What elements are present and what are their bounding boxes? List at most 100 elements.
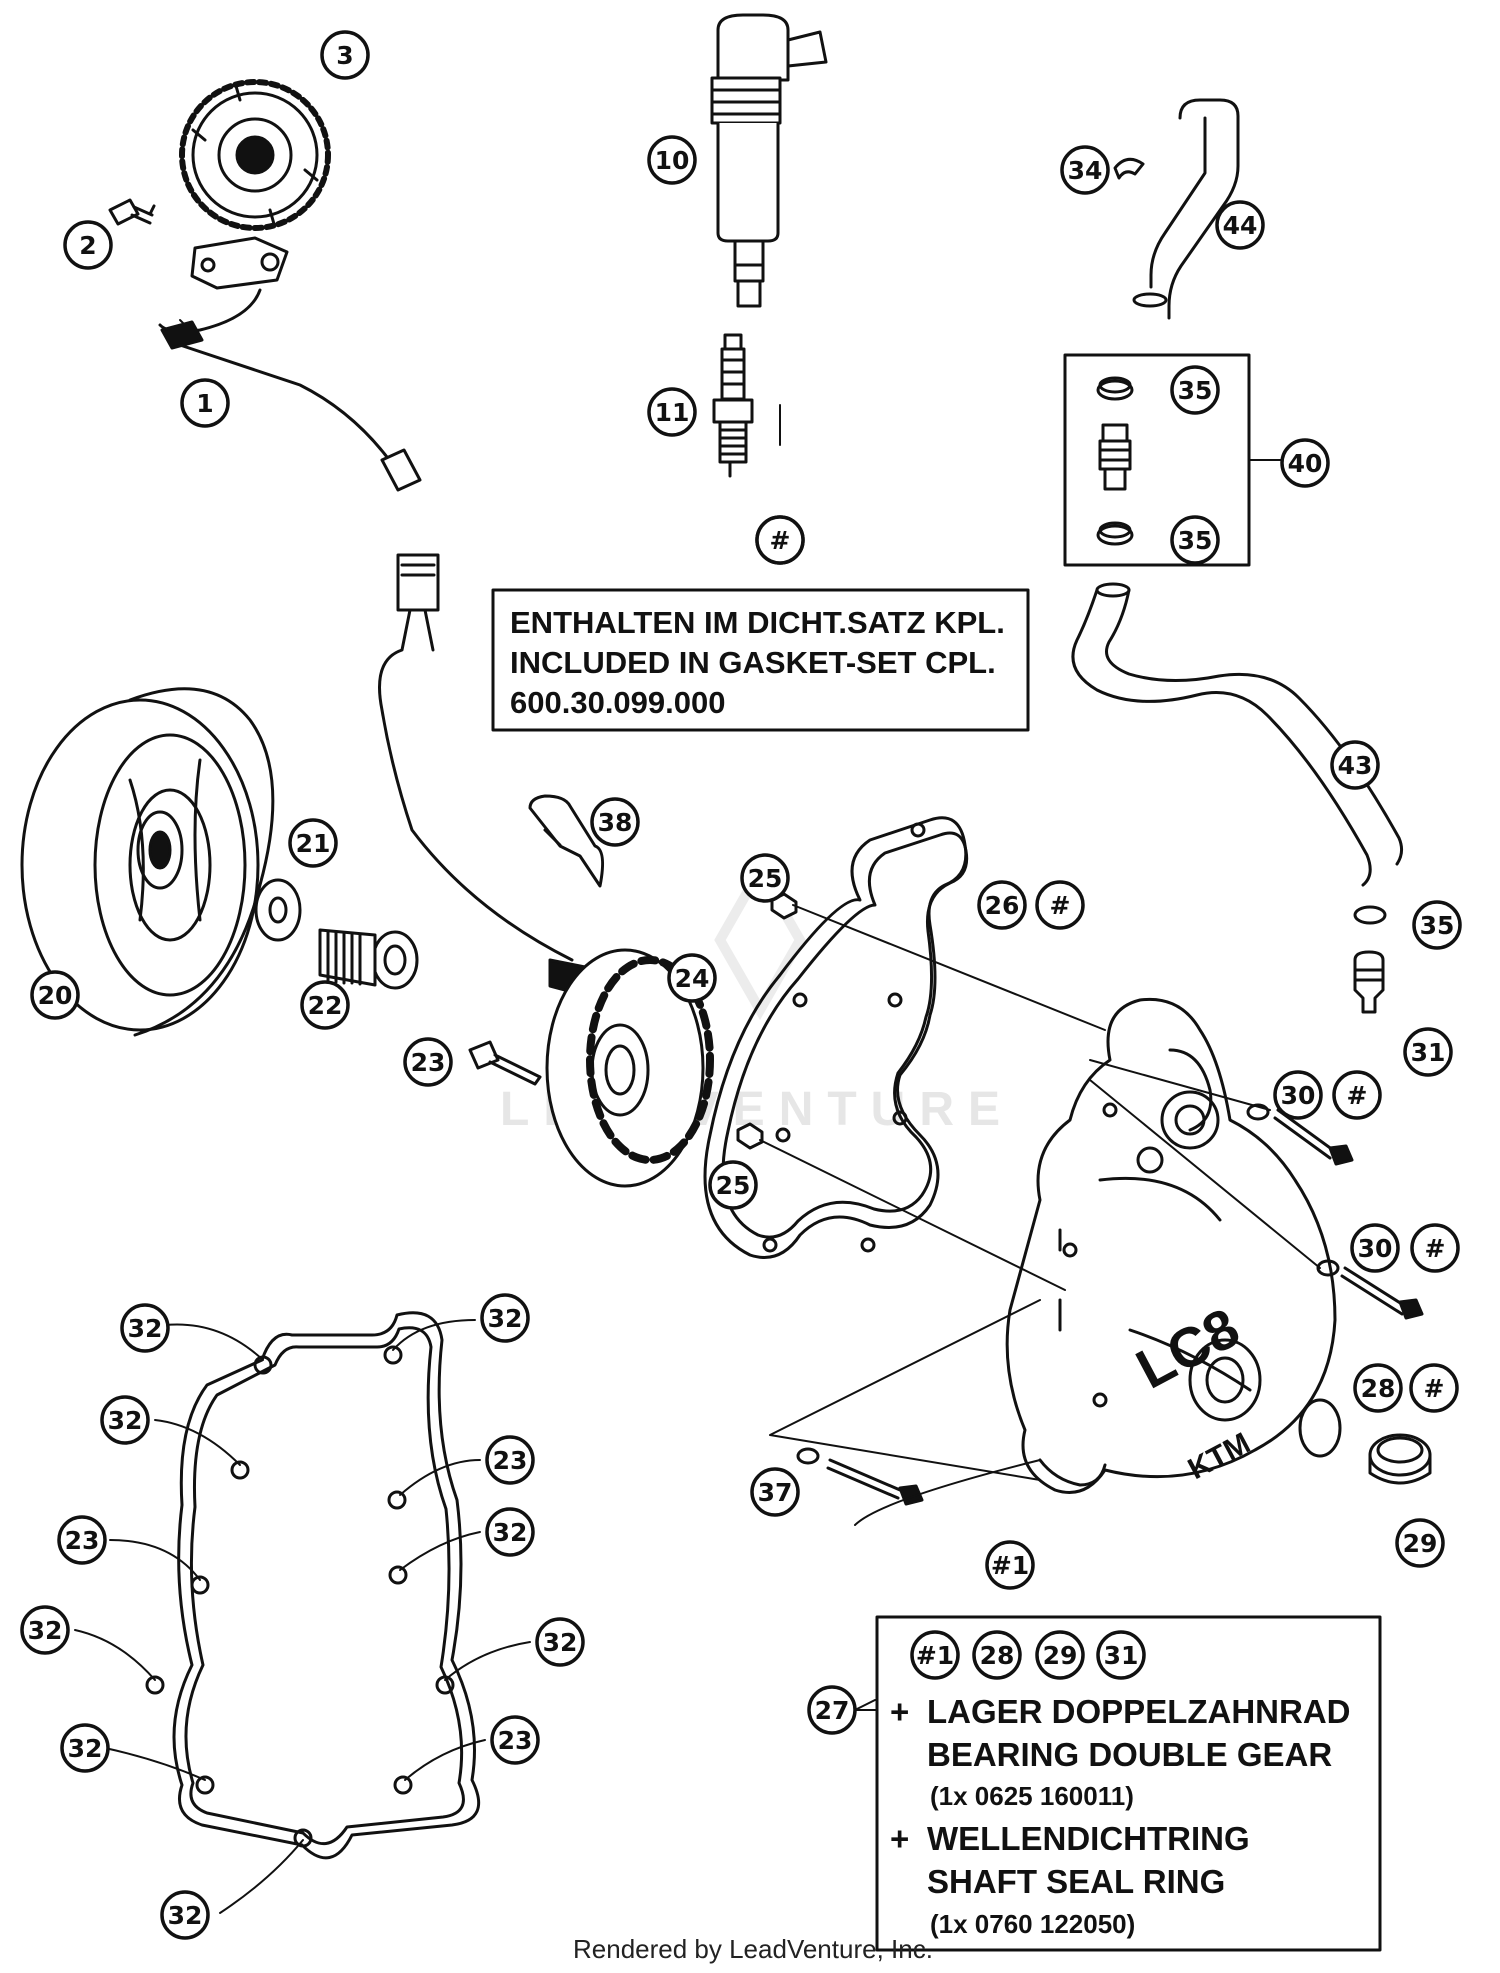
fitting-kit xyxy=(1063,353,1251,567)
callout-c35c-label: 35 xyxy=(1420,911,1455,940)
stator-screw xyxy=(468,1040,542,1086)
callout-c22-label: 22 xyxy=(308,991,343,1020)
note-line-1: ENTHALTEN IM DICHT.SATZ KPL. xyxy=(510,605,1005,640)
callout-g32c-circle xyxy=(100,1395,150,1445)
callout-c30b-circle xyxy=(1350,1223,1400,1273)
kit-item-1-prefix: + xyxy=(890,1693,909,1730)
callout-g32g-circle xyxy=(60,1723,110,1773)
note-box xyxy=(491,588,1030,732)
callout-c21-circle xyxy=(288,818,338,868)
callout-g32h-circle xyxy=(160,1890,210,1940)
kit-member-0-label: #1 xyxy=(916,1641,954,1670)
callout-c30ah-label: # xyxy=(1347,1081,1368,1110)
callout-c10-label: 10 xyxy=(655,146,690,175)
lower-gasket xyxy=(145,1311,481,1860)
callout-c30a-label: 30 xyxy=(1281,1081,1316,1110)
callout-c28-circle xyxy=(1353,1363,1403,1413)
callout-g32c-label: 32 xyxy=(108,1406,143,1435)
callout-c11-label: 11 xyxy=(655,398,690,427)
kit-member-1-circle xyxy=(972,1630,1022,1680)
callout-g23b-circle xyxy=(57,1515,107,1565)
callout-c3-label: 3 xyxy=(336,41,353,70)
sensor-screw xyxy=(108,198,156,226)
kit-member-1-label: 28 xyxy=(980,1641,1015,1670)
callout-c44-label: 44 xyxy=(1223,211,1258,240)
note-line-3: 600.30.099.000 xyxy=(510,685,726,720)
callout-c44-circle xyxy=(1215,200,1265,250)
callout-c28h-circle xyxy=(1409,1363,1459,1413)
callout-c30b-label: 30 xyxy=(1358,1234,1393,1263)
stator xyxy=(378,553,714,1188)
callout-g32d-label: 32 xyxy=(493,1518,528,1547)
callout-c1h-label: #1 xyxy=(991,1551,1029,1580)
callout-c29-label: 29 xyxy=(1403,1529,1438,1558)
kit-item-1-part: (1x 0625 160011) xyxy=(930,1781,1134,1811)
callout-c28h-label: # xyxy=(1424,1374,1445,1403)
note-marker-circle xyxy=(755,515,805,565)
callout-c37-circle xyxy=(750,1467,800,1517)
upper-hose xyxy=(1113,98,1240,320)
cover-gasket xyxy=(703,816,969,1259)
callout-c35a-label: 35 xyxy=(1178,376,1213,405)
callout-c22-circle xyxy=(300,980,350,1030)
callout-c43-label: 43 xyxy=(1338,751,1373,780)
callout-c35a-circle xyxy=(1170,365,1220,415)
kit-box xyxy=(875,1615,1382,1952)
callout-c31-label: 31 xyxy=(1411,1038,1446,1067)
callout-c23a-label: 23 xyxy=(411,1048,446,1077)
callout-c3-circle xyxy=(320,30,370,80)
callout-g32h-label: 32 xyxy=(168,1901,203,1930)
pickup-sensor xyxy=(158,236,422,492)
callout-c11-circle xyxy=(647,387,697,437)
callout-g32b-circle xyxy=(480,1293,530,1343)
callout-c30bh-label: # xyxy=(1425,1234,1446,1263)
callout-c25a-label: 25 xyxy=(748,864,783,893)
kit-member-2-label: 29 xyxy=(1043,1641,1078,1670)
note-box-text: ENTHALTEN IM DICHT.SATZ KPL. INCLUDED IN… xyxy=(510,605,1005,720)
dowel-pins xyxy=(736,892,798,1150)
spark-plug xyxy=(712,333,754,478)
flywheel-bolt xyxy=(318,928,419,990)
callout-c31-circle xyxy=(1403,1027,1453,1077)
ignition-coil xyxy=(710,13,828,308)
callout-c37-label: 37 xyxy=(758,1478,793,1507)
kit-item-2-de: WELLENDICHTRING xyxy=(927,1820,1250,1857)
callout-c38-label: 38 xyxy=(598,808,633,837)
callout-c30a-circle xyxy=(1273,1070,1323,1120)
callout-c1-circle xyxy=(180,378,230,428)
callout-g32f-label: 32 xyxy=(543,1628,578,1657)
callout-c26-label: 26 xyxy=(985,891,1020,920)
callout-c20-label: 20 xyxy=(38,981,73,1010)
flywheel xyxy=(20,687,275,1037)
callout-g32a-label: 32 xyxy=(128,1314,163,1343)
lower-hose xyxy=(1071,582,1404,887)
footer-text: Rendered by LeadVenture, Inc. xyxy=(573,1934,933,1964)
callout-c26h-circle xyxy=(1035,880,1085,930)
callout-c30ah-circle xyxy=(1332,1070,1382,1120)
callout-c40-label: 40 xyxy=(1288,449,1323,478)
callout-g32d-circle xyxy=(485,1507,535,1557)
kit-box-text: + LAGER DOPPELZAHNRAD BEARING DOUBLE GEA… xyxy=(890,1693,1351,1939)
callout-c25b-circle xyxy=(708,1160,758,1210)
callout-c21-label: 21 xyxy=(296,829,331,858)
callout-c1-label: 1 xyxy=(196,389,213,418)
bottom-bolt xyxy=(769,1299,1041,1506)
callout-g23c-label: 23 xyxy=(498,1726,533,1755)
callout-c24-circle xyxy=(667,953,717,1003)
kit-item-2-en: SHAFT SEAL RING xyxy=(927,1863,1225,1900)
callout-c43-circle xyxy=(1330,740,1380,790)
callout-g23a-circle xyxy=(485,1435,535,1485)
callout-c30bh-circle xyxy=(1410,1223,1460,1273)
callout-c25a-circle xyxy=(740,853,790,903)
note-marker-label: # xyxy=(770,526,791,555)
gasket-leaders xyxy=(74,319,1041,1914)
callout-c38-circle xyxy=(590,797,640,847)
note-line-2: INCLUDED IN GASKET-SET CPL. xyxy=(510,645,996,680)
ignition-cover xyxy=(1005,997,1337,1494)
callout-c2-circle xyxy=(63,220,113,270)
kit-item-2-prefix: + xyxy=(890,1820,909,1857)
callout-g32e-label: 32 xyxy=(28,1616,63,1645)
callout-kit-label: 27 xyxy=(815,1696,850,1725)
